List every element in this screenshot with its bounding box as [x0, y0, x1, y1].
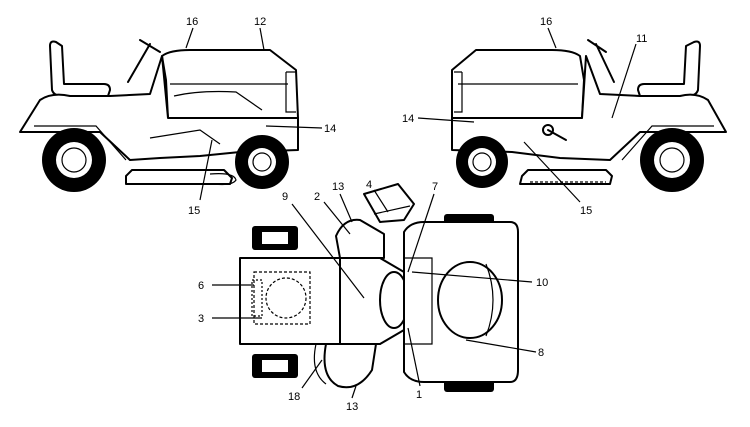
callout-2: 2	[314, 191, 320, 203]
callout-1: 1	[416, 389, 422, 401]
callout-9: 9	[282, 191, 288, 203]
callout-4: 4	[366, 179, 372, 191]
callout-12: 12	[254, 16, 266, 28]
steering-wheel	[127, 39, 161, 83]
left-side-view: 16 12 14 15	[19, 16, 336, 217]
callout-11: 11	[636, 33, 647, 45]
seat	[49, 40, 111, 97]
callout-16-right: 16	[540, 16, 552, 28]
callout-3: 3	[198, 313, 204, 325]
callout-16-left: 16	[186, 16, 198, 28]
callout-18: 18	[288, 391, 300, 403]
callout-7: 7	[432, 181, 438, 193]
callout-15-right: 15	[580, 205, 592, 217]
callout-14-right: 14	[402, 113, 414, 125]
callout-15-left: 15	[188, 205, 200, 217]
deck-bulge-top	[335, 218, 385, 259]
callout-13-top: 13	[332, 181, 344, 193]
body-frame	[19, 55, 299, 161]
mower-deck	[519, 169, 613, 185]
callout-6: 6	[198, 280, 204, 292]
mower-deck	[125, 169, 233, 185]
top-view: 9 2 13 4 7 6 3 10 8 1 18 13	[198, 179, 548, 413]
body-frame	[451, 55, 727, 161]
callout-10: 10	[536, 277, 548, 289]
steering-wheel	[587, 39, 615, 83]
deck-bulge-bottom	[323, 343, 377, 389]
hood-grille	[437, 261, 503, 339]
right-side-view: 16 11 14 15	[402, 16, 727, 217]
callout-8: 8	[538, 347, 544, 359]
callout-13-bottom: 13	[346, 401, 358, 413]
callout-14-left: 14	[324, 123, 336, 135]
seat	[637, 40, 701, 97]
seat-top	[253, 271, 311, 325]
